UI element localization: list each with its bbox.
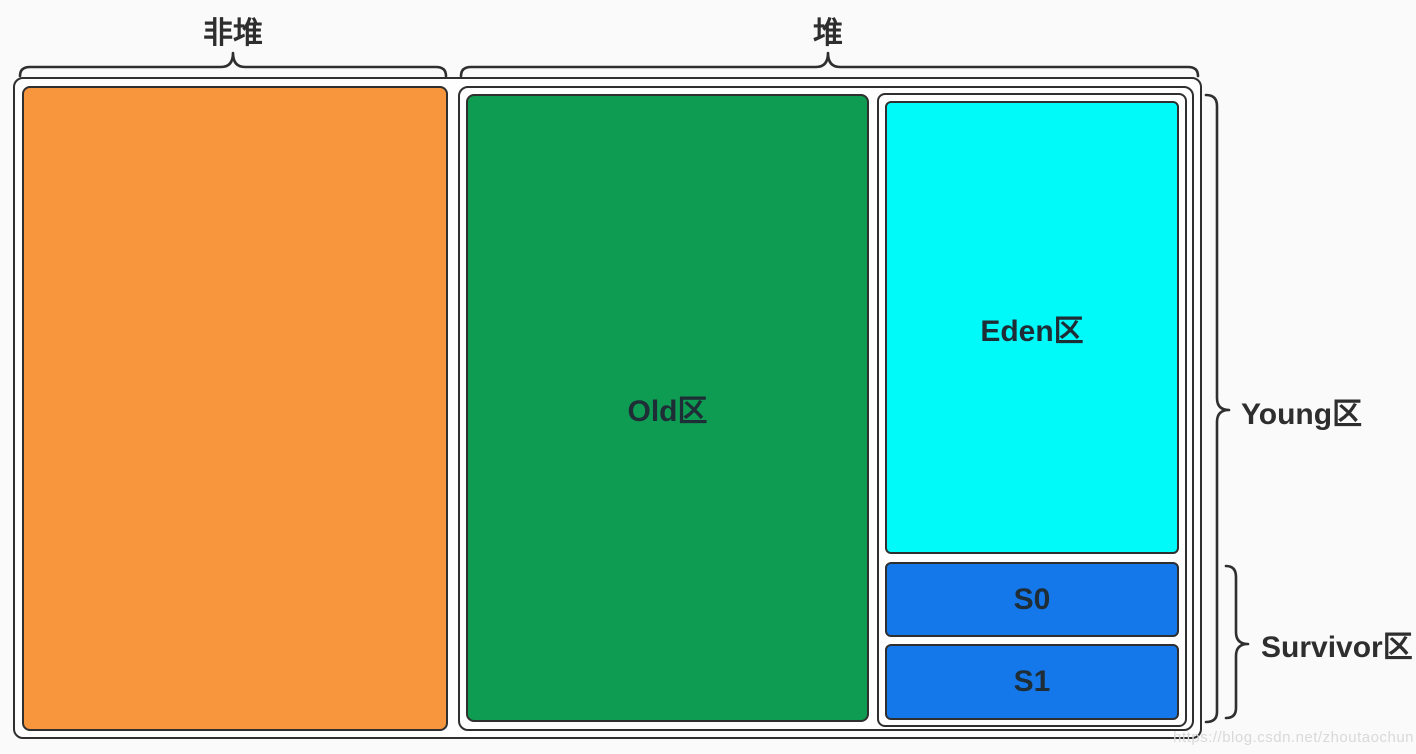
young-brace-icon (1204, 93, 1231, 724)
heap-label: 堆 (813, 17, 843, 50)
non-heap-region (22, 86, 448, 731)
survivor-s1-region: S1 (885, 644, 1179, 720)
eden-region: Eden区 (885, 101, 1179, 554)
heap-brace-icon (459, 51, 1200, 78)
old-gen-label: Old区 (627, 395, 708, 428)
eden-label: Eden区 (980, 314, 1084, 348)
survivor-brace-icon (1224, 564, 1250, 720)
survivor-side-label: Survivor区 (1261, 631, 1413, 664)
watermark: https://blog.csdn.net/zhoutaochun (1173, 729, 1414, 746)
old-gen-region: Old区 (466, 94, 869, 722)
young-gen-side-label: Young区 (1241, 398, 1363, 431)
s0-label: S0 (1013, 582, 1051, 616)
non-heap-label: 非堆 (203, 17, 263, 50)
survivor-s0-region: S0 (885, 562, 1179, 637)
non-heap-brace-icon (18, 51, 448, 78)
s1-label: S1 (1013, 665, 1051, 698)
